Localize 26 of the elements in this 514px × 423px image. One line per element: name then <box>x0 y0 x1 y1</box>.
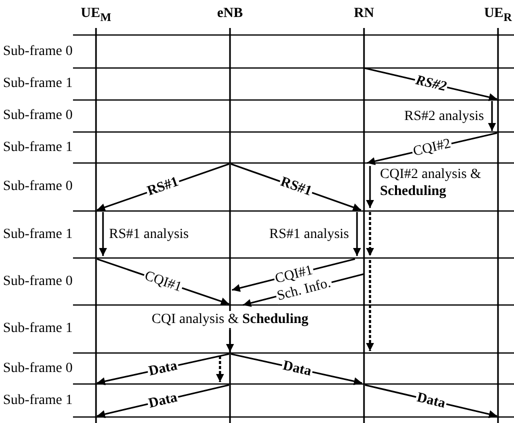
edge-label: RS#2 analysis <box>404 108 484 125</box>
arrow <box>366 260 374 351</box>
row-label: Sub-frame 0 <box>3 108 73 124</box>
edge-label: RS#1 analysis <box>109 226 189 243</box>
lifeline-header: RN <box>354 6 374 22</box>
lifeline-header: UE$_{R}$ <box>484 6 512 26</box>
edge-label: CQI#2 analysis & Scheduling <box>380 166 482 200</box>
arrow <box>366 166 374 208</box>
lifeline-header: UE$_{M}$ <box>80 6 112 26</box>
row-label: Sub-frame 1 <box>3 226 73 242</box>
row-label: Sub-frame 0 <box>3 44 73 60</box>
lifeline-header: eNB <box>217 6 243 22</box>
row-label: Sub-frame 0 <box>3 274 73 290</box>
row-label: Sub-frame 0 <box>3 360 73 376</box>
arrow <box>366 212 374 256</box>
edge-label: CQI analysis & Scheduling <box>152 311 308 328</box>
row-label: Sub-frame 0 <box>3 179 73 195</box>
arrow <box>216 356 224 382</box>
arrow <box>488 101 496 131</box>
row-label: Sub-frame 1 <box>3 321 73 337</box>
arrow <box>99 212 107 256</box>
row-label: Sub-frame 1 <box>3 76 73 92</box>
row-label: Sub-frame 1 <box>3 140 73 156</box>
arrow <box>353 212 361 256</box>
edge-label: RS#1 analysis <box>269 226 349 243</box>
row-label: Sub-frame 1 <box>3 392 73 408</box>
